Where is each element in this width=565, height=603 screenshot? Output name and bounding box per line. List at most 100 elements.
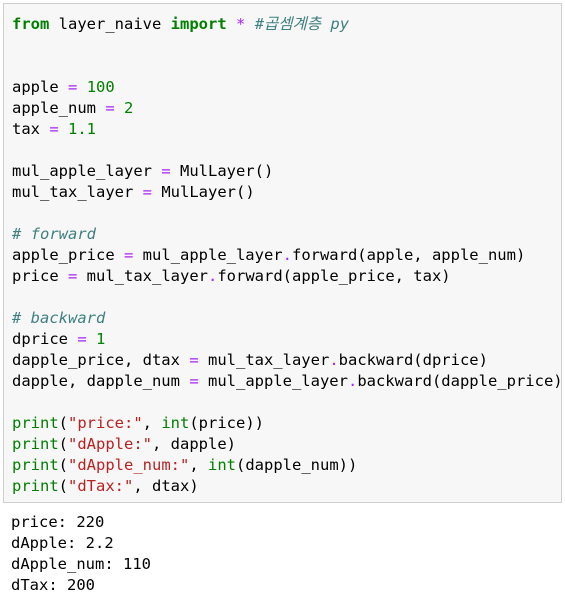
- code-token: forward(apple_price, tax): [217, 267, 451, 285]
- code-token: [245, 15, 254, 33]
- code-token: #곱셈계층 py: [254, 15, 350, 33]
- code-token: MulLayer(): [170, 162, 274, 180]
- code-token: .: [208, 267, 218, 285]
- code-token: mul_apple_layer: [133, 246, 283, 264]
- code-line: [12, 203, 563, 224]
- code-line: from layer_naive import * #곱셈계층 py: [12, 14, 563, 35]
- code-line: print("dApple:", dapple): [12, 434, 563, 455]
- code-token: =: [123, 246, 134, 264]
- code-token: =: [189, 351, 199, 369]
- code-token: =: [68, 78, 78, 96]
- code-token: (: [58, 414, 69, 432]
- code-token: [59, 120, 68, 138]
- code-token: .: [347, 372, 358, 390]
- code-token: dapple_price, dtax: [12, 351, 190, 369]
- code-token: mul_tax_layer: [198, 351, 330, 369]
- output-line: price: 220: [11, 513, 105, 531]
- code-token: backward(dapple_price): [357, 372, 563, 390]
- code-token: print: [12, 414, 59, 432]
- code-token: layer_naive: [49, 15, 171, 33]
- code-token: (dapple_num)): [236, 456, 358, 474]
- code-line: dapple_price, dtax = mul_tax_layer.backw…: [12, 350, 563, 371]
- code-line: tax = 1.1: [12, 119, 563, 140]
- code-line: [12, 392, 563, 413]
- code-token: import: [170, 15, 227, 33]
- code-line: [12, 56, 563, 77]
- code-token: apple_num: [12, 99, 106, 117]
- output-line: dApple: 2.2: [11, 534, 114, 552]
- code-token: *: [236, 15, 246, 33]
- code-token: 1.1: [68, 120, 97, 138]
- code-token: # backward: [12, 309, 106, 327]
- code-token: [77, 78, 86, 96]
- code-line: # backward: [12, 308, 563, 329]
- code-token: apple: [12, 78, 68, 96]
- code-token: 2: [124, 99, 134, 117]
- code-line: [12, 287, 563, 308]
- code-token: =: [189, 372, 199, 390]
- code-token: dprice: [12, 330, 78, 348]
- code-line: dapple, dapple_num = mul_apple_layer.bac…: [12, 371, 563, 392]
- code-token: mul_apple_layer: [12, 162, 162, 180]
- code-token: "dTax:": [68, 477, 134, 495]
- code-token: dapple, dapple_num: [12, 372, 190, 390]
- code-token: apple_price: [12, 246, 124, 264]
- code-token: [115, 99, 124, 117]
- code-editor[interactable]: from layer_naive import * #곱셈계층 py apple …: [12, 14, 563, 497]
- code-token: mul_tax_layer: [77, 267, 208, 285]
- code-token: "dApple:": [68, 435, 153, 453]
- code-token: 1: [96, 330, 106, 348]
- code-token: from: [12, 15, 50, 33]
- code-token: print: [12, 477, 59, 495]
- code-token: [227, 15, 236, 33]
- code-token: =: [49, 120, 59, 138]
- output-line: dApple_num: 110: [11, 555, 151, 573]
- code-token: .: [282, 246, 292, 264]
- code-token: MulLayer(): [152, 183, 255, 201]
- code-line: apple_num = 2: [12, 98, 563, 119]
- code-token: =: [161, 162, 171, 180]
- code-token: =: [68, 267, 78, 285]
- code-token: mul_apple_layer: [198, 372, 348, 390]
- code-token: 100: [86, 78, 115, 96]
- code-token: print: [12, 435, 59, 453]
- code-line: # forward: [12, 224, 563, 245]
- code-token: =: [142, 183, 152, 201]
- code-token: ,: [142, 414, 162, 432]
- code-token: =: [105, 99, 115, 117]
- code-token: mul_tax_layer: [12, 183, 143, 201]
- code-line: price = mul_tax_layer.forward(apple_pric…: [12, 266, 563, 287]
- code-token: (: [58, 477, 69, 495]
- code-token: price: [12, 267, 68, 285]
- code-token: int: [208, 456, 237, 474]
- code-token: ,: [189, 456, 209, 474]
- code-token: (price)): [189, 414, 264, 432]
- code-token: "price:": [68, 414, 143, 432]
- code-token: backward(dprice): [338, 351, 488, 369]
- code-token: , dapple): [152, 435, 237, 453]
- code-line: [12, 35, 563, 56]
- code-token: (: [58, 456, 69, 474]
- code-line: apple = 100: [12, 77, 563, 98]
- code-line: mul_tax_layer = MulLayer(): [12, 182, 563, 203]
- code-cell[interactable]: from layer_naive import * #곱셈계층 py apple …: [3, 3, 563, 503]
- code-token: # forward: [12, 225, 96, 243]
- output-line: dTax: 200: [11, 576, 95, 594]
- code-token: tax: [12, 120, 50, 138]
- code-line: apple_price = mul_apple_layer.forward(ap…: [12, 245, 563, 266]
- code-line: mul_apple_layer = MulLayer(): [12, 161, 563, 182]
- code-line: print("price:", int(price)): [12, 413, 563, 434]
- code-token: forward(apple, apple_num): [291, 246, 526, 264]
- code-token: =: [77, 330, 87, 348]
- code-token: , dtax): [133, 477, 199, 495]
- code-token: (: [58, 435, 69, 453]
- code-token: int: [161, 414, 190, 432]
- code-line: print("dApple_num:", int(dapple_num)): [12, 455, 563, 476]
- code-token: "dApple_num:": [68, 456, 190, 474]
- code-line: print("dTax:", dtax): [12, 476, 563, 497]
- code-line: [12, 140, 563, 161]
- code-line: dprice = 1: [12, 329, 563, 350]
- code-token: print: [12, 456, 59, 474]
- cell-output: price: 220 dApple: 2.2 dApple_num: 110 dTax…: [11, 512, 151, 596]
- code-token: [87, 330, 96, 348]
